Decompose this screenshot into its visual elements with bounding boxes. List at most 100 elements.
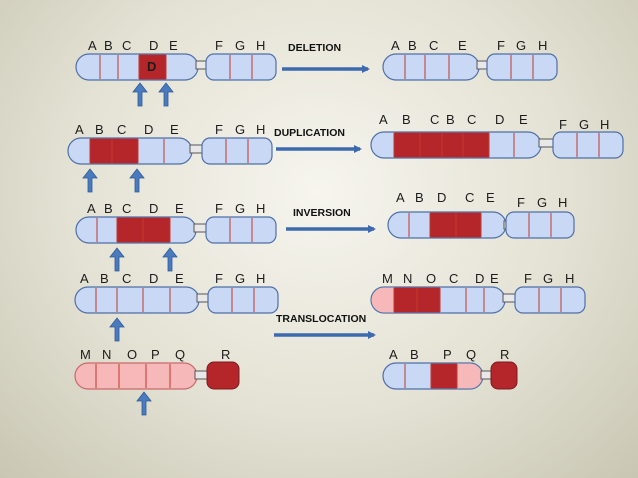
translocation-res-top-label-e: E [490, 271, 499, 286]
translocation-res-bottom-label-p: P [443, 347, 452, 362]
inversion-res-label-e: E [486, 190, 495, 205]
duplication-res-label-f: F [559, 117, 567, 132]
duplication-row: A B C D E F G H DUPLICATION A B C B C D … [67, 112, 624, 193]
translocation-break-arrow-top [109, 317, 125, 342]
duplication-orig-label-a: A [75, 122, 84, 137]
duplication-res-label-b1: B [402, 112, 411, 127]
duplication-orig-segment-bc [90, 138, 138, 164]
translocation-orig-bottom-label-r: R [221, 347, 230, 362]
duplication-res-label-e: E [519, 112, 528, 127]
deletion-segment-d-label: D [147, 59, 156, 74]
duplication-orig-label-e: E [170, 122, 179, 137]
duplication-process-label: DUPLICATION [274, 127, 345, 139]
inversion-orig-label-f: F [215, 201, 223, 216]
deletion-res-label-e: E [458, 38, 467, 53]
translocation-orig-top-label-g: G [235, 271, 245, 286]
translocation-orig-bottom-label-m: M [80, 347, 91, 362]
deletion-res-label-b: B [408, 38, 417, 53]
inversion-original-chromosome [75, 216, 277, 244]
translocation-orig-top-label-d: D [149, 271, 158, 286]
translocation-original-bottom-chromosome [74, 361, 240, 390]
translocation-res-bottom-label-r: R [500, 347, 509, 362]
duplication-res-label-h: H [600, 117, 609, 132]
translocation-res-top-label-f: F [524, 271, 532, 286]
duplication-res-label-d: D [495, 112, 504, 127]
translocation-res-top-label-o: O [426, 271, 436, 286]
inversion-orig-label-c: C [122, 201, 131, 216]
translocation-res-segment-q [457, 363, 483, 389]
deletion-break-arrow-2 [158, 82, 174, 107]
translocation-orig-top-label-b: B [100, 271, 109, 286]
duplication-orig-label-d: D [144, 122, 153, 137]
translocation-orig-top-label-c: C [122, 271, 131, 286]
inversion-res-label-b: B [415, 190, 424, 205]
duplication-orig-label-b: B [95, 122, 104, 137]
inversion-res-label-g: G [537, 195, 547, 210]
translocation-res-segment-r [490, 361, 518, 390]
translocation-res-top-label-g: G [543, 271, 553, 286]
inversion-res-label-h: H [558, 195, 567, 210]
duplication-orig-label-c: C [117, 122, 126, 137]
duplication-orig-label-h: H [256, 122, 265, 137]
translocation-res-top-label-c: C [449, 271, 458, 286]
deletion-row: A B C D E F G H D DELETION A B C E F G [75, 38, 558, 107]
deletion-orig-segment-d [139, 54, 166, 80]
translocation-res-bottom-label-b: B [410, 347, 419, 362]
duplication-break-arrow-1 [82, 168, 98, 193]
translocation-res-bottom-label-a: A [389, 347, 398, 362]
deletion-orig-label-b: B [104, 38, 113, 53]
deletion-res-label-h: H [538, 38, 547, 53]
translocation-orig-top-label-e: E [175, 271, 184, 286]
translocation-orig-bottom-label-n: N [102, 347, 111, 362]
deletion-orig-label-h: H [256, 38, 265, 53]
duplication-res-label-c1: C [430, 112, 439, 127]
duplication-res-label-c2: C [467, 112, 476, 127]
translocation-result-bottom-chromosome [382, 361, 518, 390]
deletion-orig-right-arm [205, 53, 277, 81]
inversion-orig-label-b: B [104, 201, 113, 216]
deletion-orig-label-g: G [235, 38, 245, 53]
translocation-orig-top-label-h: H [256, 271, 265, 286]
translocation-orig-bottom-label-q: Q [175, 347, 185, 362]
inversion-break-arrow-2 [162, 247, 178, 272]
translocation-orig-top-label-a: A [80, 271, 89, 286]
translocation-res-top-label-d: D [475, 271, 484, 286]
translocation-orig-top-label-f: F [215, 271, 223, 286]
inversion-process-label: INVERSION [293, 207, 351, 219]
translocation-res-segment-p [431, 363, 457, 389]
translocation-orig-bottom-label-p: P [151, 347, 160, 362]
duplication-res-label-a: A [379, 112, 388, 127]
translocation-orig-segment-r [206, 361, 240, 390]
deletion-res-label-c: C [429, 38, 438, 53]
translocation-original-top-chromosome [74, 286, 279, 314]
duplication-res-label-b2: B [446, 112, 455, 127]
deletion-res-label-a: A [391, 38, 400, 53]
translocation-res-bottom-label-q: Q [466, 347, 476, 362]
duplication-result-chromosome [370, 131, 624, 159]
inversion-res-label-c: C [465, 190, 474, 205]
deletion-orig-label-f: F [215, 38, 223, 53]
duplication-orig-label-g: G [235, 122, 245, 137]
inversion-row: A B C D E F G H INVERSION A B D C E F G [75, 190, 575, 272]
deletion-orig-label-c: C [122, 38, 131, 53]
duplication-break-arrow-2 [129, 168, 145, 193]
duplication-res-label-g: G [579, 117, 589, 132]
translocation-break-arrow-bottom [136, 391, 152, 416]
duplication-original-chromosome [67, 137, 273, 165]
deletion-result-chromosome [382, 53, 558, 81]
deletion-res-label-g: G [516, 38, 526, 53]
inversion-orig-label-h: H [256, 201, 265, 216]
deletion-process-label: DELETION [288, 42, 341, 54]
duplication-orig-label-f: F [215, 122, 223, 137]
deletion-orig-label-d: D [149, 38, 158, 53]
translocation-row: A B C D E F G H M N O P Q R [74, 271, 586, 416]
inversion-orig-label-a: A [87, 201, 96, 216]
inversion-res-label-d: D [437, 190, 446, 205]
translocation-process-label: TRANSLOCATION [276, 313, 366, 325]
inversion-break-arrow-1 [109, 247, 125, 272]
translocation-res-top-label-m: M [382, 271, 393, 286]
deletion-original-chromosome: D [75, 53, 277, 81]
translocation-res-segment-m [371, 287, 394, 313]
translocation-result-top-chromosome [370, 286, 586, 314]
